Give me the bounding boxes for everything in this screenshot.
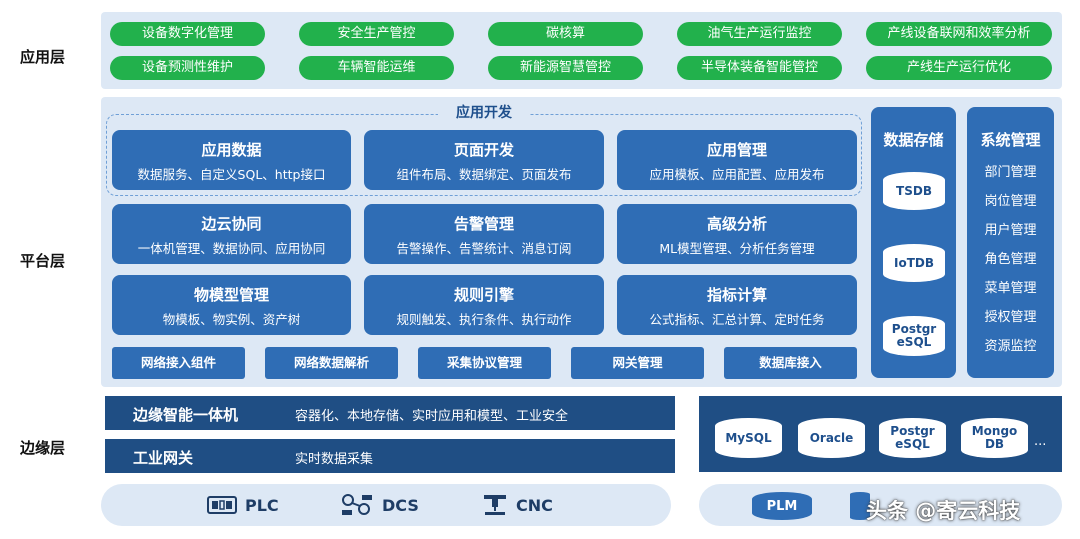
device-cnc[interactable]: CNC bbox=[482, 493, 553, 517]
system-mgmt-list: 部门管理 岗位管理 用户管理 角色管理 菜单管理 授权管理 资源监控 bbox=[967, 158, 1054, 361]
module-card-thing-model[interactable]: 物模型管理 物模板、物实例、资产树 bbox=[112, 275, 351, 335]
layer-label-app: 应用层 bbox=[20, 48, 66, 66]
plc-icon bbox=[207, 496, 237, 514]
device-label: CNC bbox=[516, 495, 553, 515]
edge-box-desc: 实时数据采集 bbox=[295, 452, 374, 467]
card-title: 页面开发 bbox=[453, 141, 514, 159]
db-label: IoTDB bbox=[893, 255, 934, 270]
system-mgmt-title: 系统管理 bbox=[980, 131, 1041, 149]
dcs-icon bbox=[342, 494, 372, 515]
card-subtitle: 公式指标、汇总计算、定时任务 bbox=[649, 312, 825, 327]
db-label: Mongo bbox=[971, 424, 1018, 438]
system-cylinder-partial bbox=[850, 492, 870, 520]
component-network-access[interactable]: 网络接入组件 bbox=[112, 347, 245, 379]
app-pill[interactable]: 产线设备联网和效率分析 bbox=[866, 22, 1052, 46]
app-pill[interactable]: 半导体装备智能管控 bbox=[677, 56, 842, 80]
db-label: TSDB bbox=[896, 183, 932, 198]
module-card-app-data[interactable]: 应用数据 数据服务、自定义SQL、http接口 bbox=[112, 130, 351, 190]
layer-label-edge: 边缘层 bbox=[20, 439, 66, 457]
db-label: Oracle bbox=[809, 430, 854, 445]
system-item-auth[interactable]: 授权管理 bbox=[984, 310, 1037, 325]
card-subtitle: 数据服务、自定义SQL、http接口 bbox=[137, 167, 326, 182]
system-item-role[interactable]: 角色管理 bbox=[984, 252, 1037, 267]
db-cylinder-mongodb[interactable]: Mongo DB bbox=[961, 418, 1028, 458]
module-card-app-mgmt[interactable]: 应用管理 应用模板、应用配置、应用发布 bbox=[617, 130, 857, 190]
edge-box-aio[interactable]: 边缘智能一体机 容器化、本地存储、实时应用和模型、工业安全 bbox=[105, 396, 675, 430]
system-item-menu[interactable]: 菜单管理 bbox=[984, 281, 1037, 296]
module-card-alarm[interactable]: 告警管理 告警操作、告警统计、消息订阅 bbox=[364, 204, 604, 264]
db-cylinder-oracle[interactable]: Oracle bbox=[798, 418, 865, 458]
layer-label-platform: 平台层 bbox=[20, 252, 66, 270]
component-db-access[interactable]: 数据库接入 bbox=[724, 347, 857, 379]
app-pill[interactable]: 设备数字化管理 bbox=[110, 22, 265, 46]
app-pill[interactable]: 碳核算 bbox=[488, 22, 643, 46]
db-label: Postgr bbox=[890, 424, 935, 438]
app-pill[interactable]: 车辆智能运维 bbox=[299, 56, 454, 80]
card-subtitle: 一体机管理、数据协同、应用协同 bbox=[137, 241, 326, 256]
card-title: 应用数据 bbox=[201, 141, 262, 159]
card-subtitle: 组件布局、数据绑定、页面发布 bbox=[396, 167, 572, 182]
app-pill[interactable]: 安全生产管控 bbox=[299, 22, 454, 46]
edge-box-desc: 容器化、本地存储、实时应用和模型、工业安全 bbox=[295, 409, 569, 424]
system-cylinder-plm[interactable]: PLM bbox=[752, 492, 812, 520]
data-storage-title: 数据存储 bbox=[883, 131, 944, 149]
device-bar bbox=[101, 484, 671, 526]
db-cylinder-postgresql[interactable]: Postgr eSQL bbox=[883, 316, 945, 356]
system-label: PLM bbox=[766, 498, 798, 514]
system-item-user[interactable]: 用户管理 bbox=[984, 223, 1037, 238]
db-label: eSQL bbox=[895, 437, 930, 451]
card-subtitle: ML模型管理、分析任务管理 bbox=[659, 241, 815, 256]
module-card-analytics[interactable]: 高级分析 ML模型管理、分析任务管理 bbox=[617, 204, 857, 264]
app-pill[interactable]: 新能源智慧管控 bbox=[488, 56, 643, 80]
db-more-ellipsis: ... bbox=[1034, 434, 1047, 449]
cnc-icon bbox=[484, 495, 506, 515]
system-item-dept[interactable]: 部门管理 bbox=[984, 165, 1037, 180]
module-card-metrics[interactable]: 指标计算 公式指标、汇总计算、定时任务 bbox=[617, 275, 857, 335]
card-title: 边云协同 bbox=[201, 215, 262, 233]
db-label: DB bbox=[984, 437, 1005, 451]
card-title: 高级分析 bbox=[706, 215, 767, 233]
db-label: eSQL bbox=[896, 335, 932, 349]
card-title: 规则引擎 bbox=[453, 286, 514, 304]
card-subtitle: 应用模板、应用配置、应用发布 bbox=[649, 167, 825, 182]
db-cylinder-iotdb[interactable]: IoTDB bbox=[883, 244, 945, 282]
module-card-page-dev[interactable]: 页面开发 组件布局、数据绑定、页面发布 bbox=[364, 130, 604, 190]
db-cylinder-mysql[interactable]: MySQL bbox=[715, 418, 782, 458]
card-title: 应用管理 bbox=[706, 141, 767, 159]
card-title: 告警管理 bbox=[453, 215, 514, 233]
db-label: MySQL bbox=[725, 430, 772, 445]
edge-box-title: 边缘智能一体机 bbox=[133, 406, 239, 424]
device-label: DCS bbox=[382, 495, 419, 515]
component-gateway-mgmt[interactable]: 网关管理 bbox=[571, 347, 704, 379]
device-dcs[interactable]: DCS bbox=[340, 493, 419, 517]
device-plc[interactable]: PLC bbox=[207, 493, 279, 517]
db-cylinder-postgresql-edge[interactable]: Postgr eSQL bbox=[879, 418, 946, 458]
card-title: 物模型管理 bbox=[193, 286, 269, 304]
watermark: 头条 @寄云科技 bbox=[866, 499, 1021, 523]
component-data-parsing[interactable]: 网络数据解析 bbox=[265, 347, 398, 379]
edge-box-gateway[interactable]: 工业网关 实时数据采集 bbox=[105, 439, 675, 473]
app-pill[interactable]: 设备预测性维护 bbox=[110, 56, 265, 80]
app-pill[interactable]: 油气生产运行监控 bbox=[677, 22, 842, 46]
card-subtitle: 告警操作、告警统计、消息订阅 bbox=[396, 241, 572, 256]
system-mgmt-panel: 系统管理 bbox=[967, 107, 1054, 378]
system-item-monitor[interactable]: 资源监控 bbox=[984, 339, 1037, 354]
db-cylinder-tsdb[interactable]: TSDB bbox=[883, 172, 945, 210]
card-subtitle: 规则触发、执行条件、执行动作 bbox=[396, 312, 572, 327]
edge-box-title: 工业网关 bbox=[133, 449, 194, 467]
module-card-edge-cloud[interactable]: 边云协同 一体机管理、数据协同、应用协同 bbox=[112, 204, 351, 264]
device-label: PLC bbox=[245, 495, 279, 515]
app-pill[interactable]: 产线生产运行优化 bbox=[866, 56, 1052, 80]
system-item-post[interactable]: 岗位管理 bbox=[984, 194, 1037, 209]
module-card-rule-engine[interactable]: 规则引擎 规则触发、执行条件、执行动作 bbox=[364, 275, 604, 335]
card-subtitle: 物模板、物实例、资产树 bbox=[162, 312, 301, 327]
component-protocol-mgmt[interactable]: 采集协议管理 bbox=[418, 347, 551, 379]
app-dev-title: 应用开发 bbox=[438, 103, 530, 123]
db-label: Postgr bbox=[891, 322, 937, 336]
card-title: 指标计算 bbox=[706, 286, 767, 304]
